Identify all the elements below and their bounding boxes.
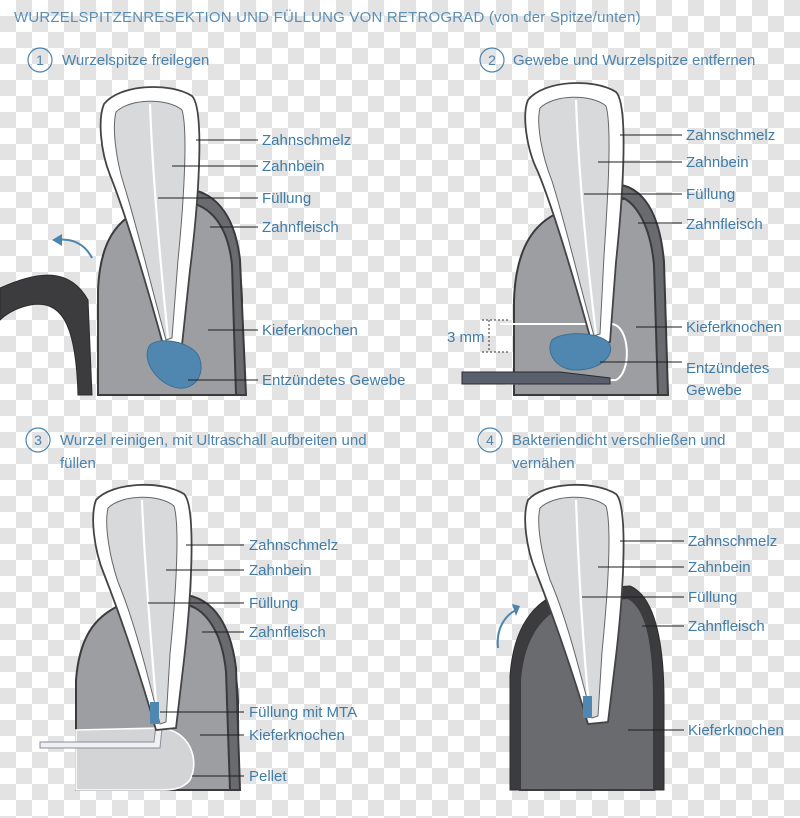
retracted-flap: [0, 274, 93, 396]
step-1-number: 1: [36, 52, 44, 68]
label-enamel: Zahnschmelz: [262, 132, 351, 149]
label-dentin: Zahnbein: [686, 154, 749, 171]
resection-cavity: [500, 323, 628, 385]
label-filling: Füllung: [262, 190, 311, 207]
label-pellet: Pellet: [249, 768, 287, 785]
label-enamel: Zahnschmelz: [688, 533, 777, 550]
diagram-title: WURZELSPITZENRESEKTION UND FÜLLUNG VON R…: [14, 8, 641, 26]
label-gum: Zahnfleisch: [249, 624, 326, 641]
step-1-circle: [27, 47, 53, 73]
panel-2: 2 Gewebe und Wurzelspitze entfernen 3 mm…: [447, 47, 782, 399]
label-filling: Füllung: [688, 589, 737, 606]
mta-filling: [583, 696, 592, 718]
step-2-heading: Gewebe und Wurzelspitze entfernen: [513, 52, 755, 69]
label-gum: Zahnfleisch: [262, 219, 339, 236]
label-mta-filling: Füllung mit MTA: [249, 704, 357, 721]
label-enamel: Zahnschmelz: [249, 537, 338, 554]
suture-arrowhead: [512, 604, 520, 616]
step-3-number: 3: [34, 432, 42, 448]
tooth-dentin: [106, 496, 178, 725]
label-dentin: Zahnbein: [249, 562, 312, 579]
step-4-number: 4: [486, 432, 494, 448]
step-4-heading-line-1: Bakteriendicht verschließen und: [512, 432, 725, 449]
flap-arrow: [57, 238, 93, 259]
label-dentin: Zahnbein: [688, 559, 751, 576]
label-jaw-bone: Kieferknochen: [249, 727, 345, 744]
step-2-number: 2: [488, 52, 496, 68]
pellet: [75, 727, 195, 791]
label-inflamed-tissue: Entzündetes: [686, 360, 769, 377]
tooth-dentin: [113, 100, 186, 341]
step-3-heading-line-2: füllen: [60, 455, 96, 472]
flap-arrowhead: [52, 234, 62, 246]
instrument: [461, 371, 611, 385]
label-inflamed-tissue: Entzündetes Gewebe: [262, 372, 405, 389]
root-filling: [574, 99, 598, 335]
label-enamel: Zahnschmelz: [686, 127, 775, 144]
panel-3: 3 Wurzel reinigen, mit Ultraschall aufbr…: [25, 427, 367, 791]
label-gum: Zahnfleisch: [688, 618, 765, 635]
label-jaw-bone: Kieferknochen: [688, 722, 784, 739]
label-inflamed-tissue-2: Gewebe: [686, 382, 742, 399]
step-3-circle: [25, 427, 51, 453]
panel-4: 4 Bakteriendicht verschließen und vernäh…: [477, 427, 784, 791]
mta-filling: [150, 702, 159, 724]
step-2-circle: [479, 47, 505, 73]
step-3-heading-line-1: Wurzel reinigen, mit Ultraschall aufbrei…: [60, 432, 367, 449]
step-1-heading: Wurzelspitze freilegen: [62, 52, 209, 69]
label-filling: Füllung: [686, 186, 735, 203]
label-jaw-bone: Kieferknochen: [686, 319, 782, 336]
step-4-circle: [477, 427, 503, 453]
label-gum: Zahnfleisch: [686, 216, 763, 233]
root-filling: [574, 499, 590, 697]
tooth-dentin: [538, 96, 610, 337]
suture-arrow: [496, 609, 517, 649]
label-jaw-bone: Kieferknochen: [262, 322, 358, 339]
tooth-dentin: [538, 496, 610, 719]
measure-label: 3 mm: [447, 329, 485, 346]
label-filling: Füllung: [249, 595, 298, 612]
label-dentin: Zahnbein: [262, 158, 325, 175]
gum: [610, 182, 670, 396]
panel-1: 1 Wurzelspitze freilegen Zahnschmelz Zah…: [0, 47, 405, 396]
root-filling: [148, 103, 170, 339]
inflamed-tissue: [549, 333, 612, 371]
root-filling: [140, 499, 158, 703]
step-4-heading-line-2: vernähen: [512, 455, 575, 472]
